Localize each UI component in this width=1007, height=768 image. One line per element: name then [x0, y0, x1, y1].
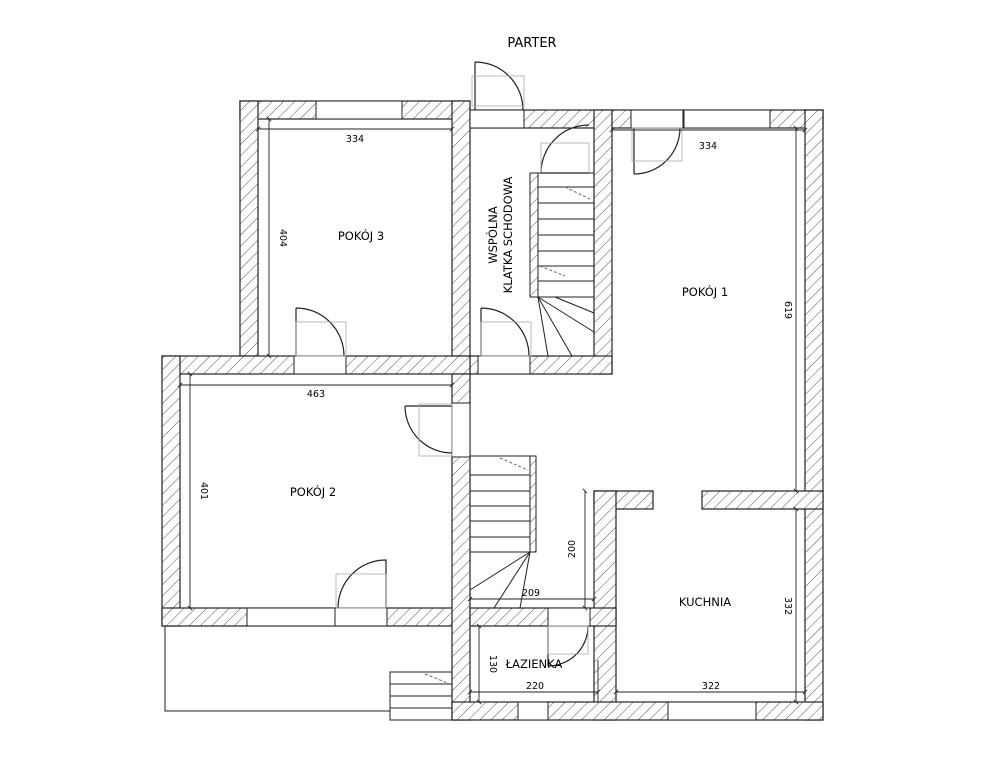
door-p2-hall-frame	[418, 403, 453, 457]
dim-lazienka-width: 220	[526, 681, 544, 692]
dim-hall-height: 200	[567, 540, 578, 558]
door-p1-frame	[631, 127, 683, 162]
wall-kitchen-top-right	[701, 490, 824, 510]
door-stair-top	[540, 124, 590, 174]
label-klatka-line1: WSPÓLNA	[485, 206, 500, 264]
walls	[161, 100, 824, 721]
doors	[295, 61, 683, 667]
dimension-lines	[177, 116, 808, 705]
wall-east	[804, 109, 824, 721]
opening-entrance	[469, 109, 525, 129]
opening-p2-south	[334, 607, 388, 627]
label-klatka-line2: KLATKA SCHODOWA	[501, 177, 515, 294]
windows	[246, 100, 771, 721]
dimension-labels: 334 404 334 619 463 401 209 200 322 332 …	[198, 134, 793, 692]
terrace	[164, 626, 453, 721]
wall-south	[451, 701, 824, 721]
wall-p3-right	[451, 100, 471, 357]
door-entrance	[474, 61, 524, 111]
opening-p1	[630, 109, 684, 129]
opening-p3	[293, 355, 347, 375]
label-lazienka: ŁAZIENKA	[505, 657, 563, 671]
door-p3-frame	[295, 321, 347, 357]
window-p2-left	[246, 607, 336, 627]
dim-p3-width: 334	[346, 134, 364, 145]
dim-p2-height: 401	[198, 482, 209, 500]
dim-p2-width: 463	[307, 389, 325, 400]
wall-bath-top	[469, 607, 617, 627]
door-p2-south-frame	[335, 573, 387, 609]
wall-west	[161, 355, 181, 627]
door-stair-bottom	[480, 307, 530, 357]
window-p1	[683, 109, 771, 129]
door-p2-hall	[404, 405, 453, 454]
door-p1	[633, 127, 681, 175]
door-stair-bottom-frame	[480, 321, 532, 357]
window-kitchen	[667, 701, 757, 721]
wall-stair-right	[593, 109, 613, 375]
plan-title: PARTER	[507, 36, 556, 51]
dim-hall-width: 209	[522, 588, 540, 599]
opening-stair	[477, 355, 531, 375]
door-openings	[293, 109, 684, 627]
door-p3	[295, 307, 345, 357]
label-pokoj1: POKÓJ 1	[682, 284, 728, 299]
dim-lazienka-height: 130	[487, 655, 498, 673]
label-pokoj2: POKÓJ 2	[290, 484, 336, 499]
door-entrance-frame	[471, 75, 525, 107]
window-bath	[517, 701, 549, 721]
opening-p2-hall	[451, 402, 471, 458]
dim-p3-height: 404	[277, 229, 288, 247]
door-p2-south	[337, 559, 387, 609]
door-bath-frame	[547, 625, 589, 655]
dim-p1-width: 334	[699, 141, 717, 152]
lower-staircase	[469, 455, 537, 609]
upper-staircase	[529, 172, 595, 357]
wall-kitchen-left	[593, 490, 617, 721]
room-labels: POKÓJ 3 POKÓJ 1 POKÓJ 2 KUCHNIA ŁAZIENKA…	[290, 177, 731, 671]
wall-p3-left	[239, 100, 259, 357]
opening-bath	[547, 607, 591, 627]
window-p3	[315, 100, 403, 120]
label-kuchnia: KUCHNIA	[679, 595, 731, 609]
label-pokoj3: POKÓJ 3	[338, 228, 384, 243]
dim-p1-height: 619	[782, 301, 793, 319]
dim-kuchnia-width: 322	[702, 681, 720, 692]
dim-kuchnia-height: 332	[782, 597, 793, 615]
